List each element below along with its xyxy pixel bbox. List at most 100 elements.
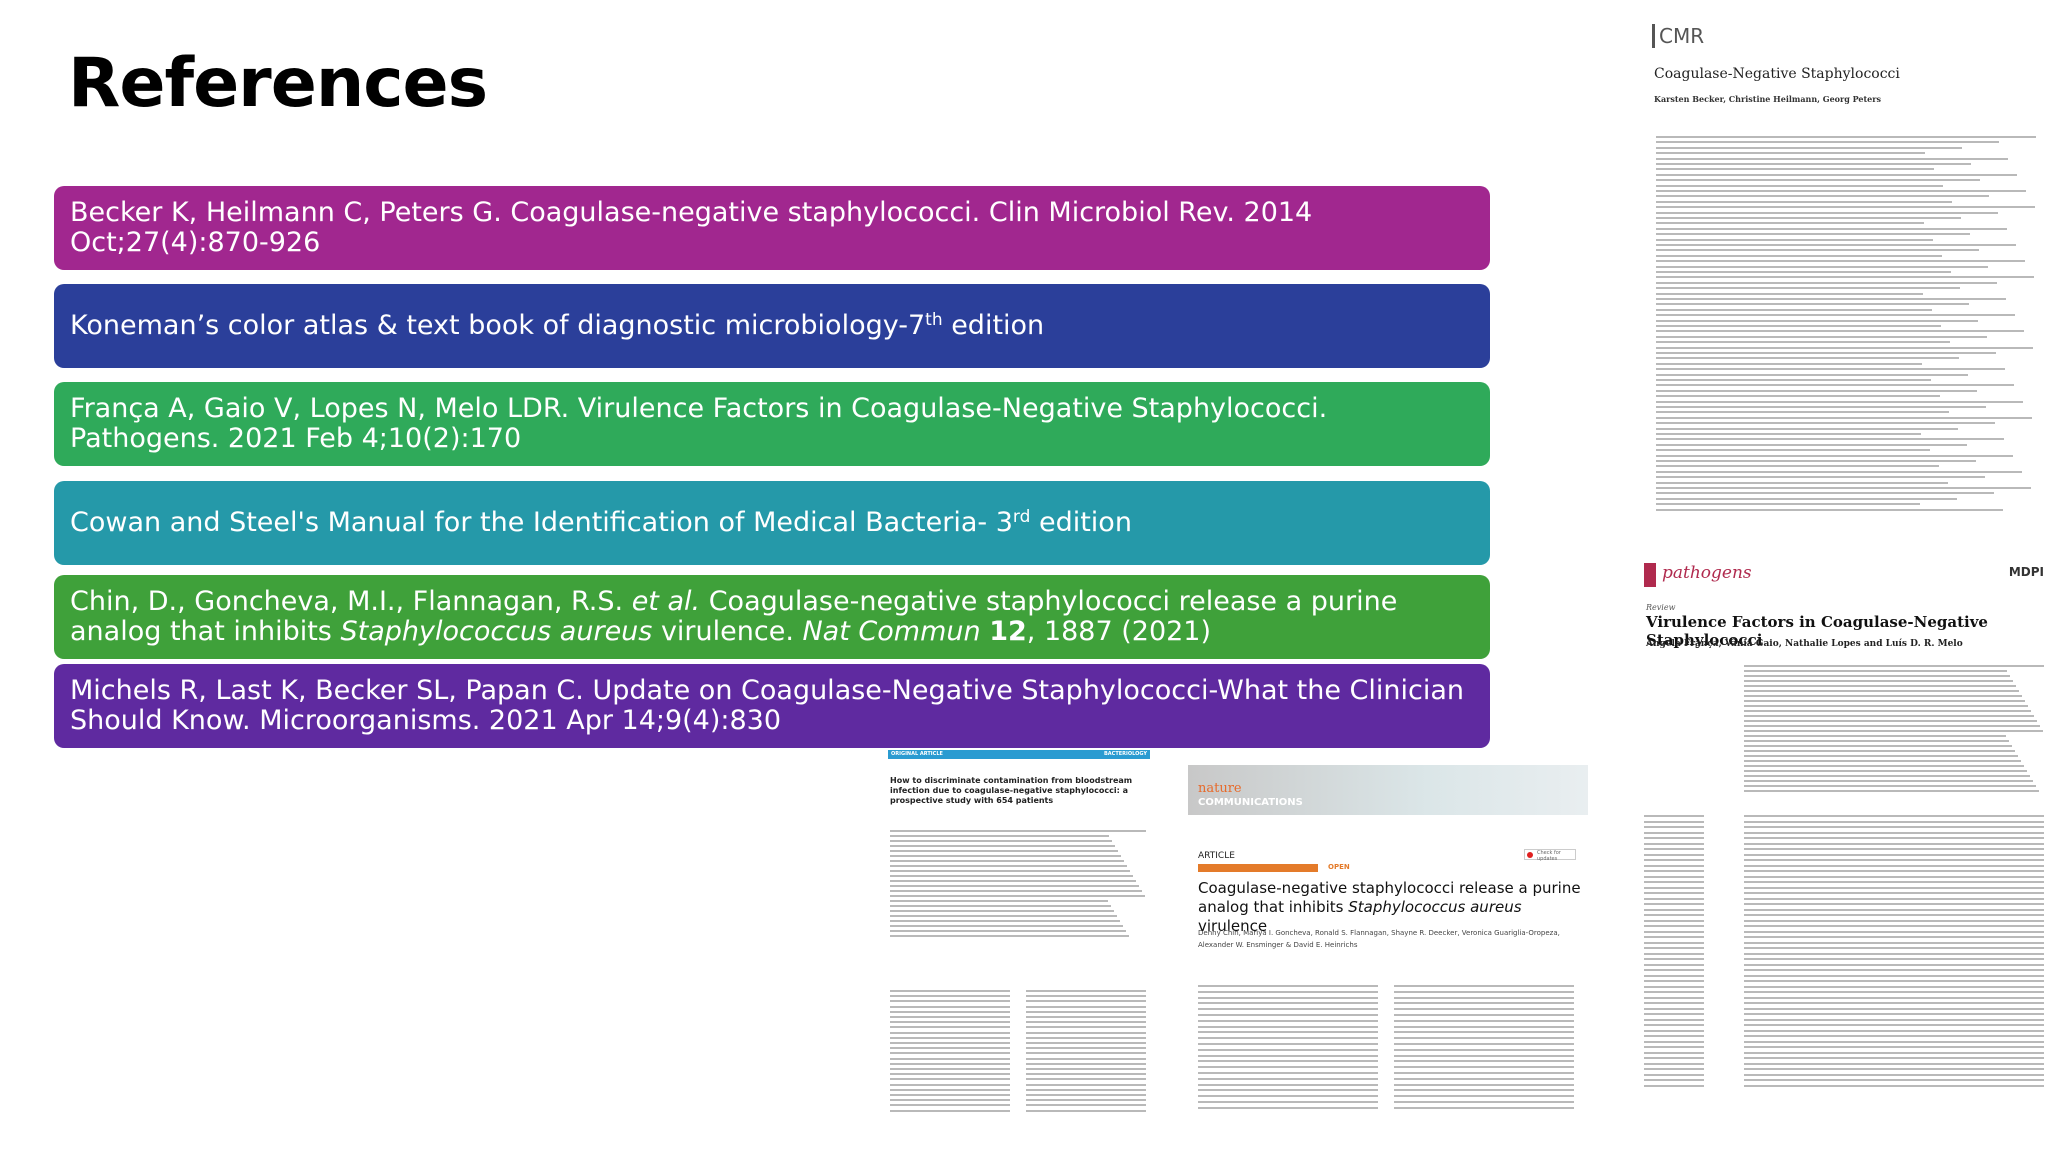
bacteriology-header-bar: ORIGINAL ARTICLE BACTERIOLOGY	[888, 750, 1150, 759]
text-line	[1644, 991, 1704, 993]
cmr-paper-thumbnail: CMR Coagulase-Negative Staphylococci Kar…	[1650, 18, 2048, 513]
reference-bold: 12	[989, 616, 1027, 647]
text-line	[890, 885, 1139, 887]
text-line	[890, 1068, 1010, 1070]
text-line	[1656, 422, 1995, 425]
text-line	[1644, 908, 1704, 911]
reference-item-6: Michels R, Last K, Becker SL, Papan C. U…	[54, 664, 1490, 748]
text-line	[1744, 730, 2043, 732]
text-line	[1744, 745, 2012, 747]
text-line	[1656, 373, 1968, 376]
text-line	[1198, 1095, 1378, 1098]
reference-item-2: Koneman’s color atlas & text book of dia…	[54, 284, 1490, 368]
text-line	[1656, 319, 1978, 322]
text-line	[1744, 881, 2044, 883]
text-line	[1656, 481, 1948, 484]
text-line	[1644, 1035, 1704, 1037]
text-line	[1644, 963, 1704, 966]
text-line	[1198, 1037, 1378, 1040]
text-line	[1394, 1083, 1574, 1086]
text-line	[1656, 503, 1920, 506]
text-line	[1656, 470, 2022, 473]
text-line	[1644, 952, 1704, 955]
text-line	[1644, 859, 1704, 861]
text-line	[1744, 770, 2027, 772]
text-line	[1744, 831, 2044, 834]
text-line	[1394, 1101, 1574, 1103]
text-line	[1026, 995, 1146, 998]
text-line	[1744, 735, 2006, 737]
text-line	[1656, 190, 2026, 192]
text-line	[1744, 720, 2037, 722]
nature-paper-title: Coagulase-negative staphylococci release…	[1198, 879, 1588, 936]
mdpi-logo: MDPI	[2008, 565, 2044, 579]
text-line	[890, 925, 1123, 927]
text-line	[1744, 996, 2044, 999]
text-line	[1744, 1068, 2044, 1070]
text-line	[890, 880, 1136, 882]
text-line	[1656, 406, 1986, 408]
text-line	[1644, 919, 1704, 922]
text-line	[1644, 1068, 1704, 1070]
text-line	[1656, 146, 1962, 149]
text-line	[1744, 775, 2030, 777]
text-line	[1644, 1040, 1704, 1043]
text-line	[1198, 1043, 1378, 1045]
text-line	[890, 1005, 1010, 1008]
nature-title-line: virulence	[1198, 917, 1268, 935]
text-line	[1644, 826, 1704, 828]
text-line	[1026, 1083, 1146, 1086]
text-line	[1198, 1101, 1378, 1103]
reference-item-3: França A, Gaio V, Lopes N, Melo LDR. Vir…	[54, 382, 1490, 466]
text-line	[1656, 400, 2023, 403]
text-line	[1394, 1077, 1574, 1080]
text-line	[1744, 755, 2018, 757]
text-line	[1744, 947, 2044, 949]
text-line	[1656, 249, 1979, 252]
text-line	[1644, 1007, 1704, 1010]
text-line	[890, 1104, 1010, 1107]
text-line	[1644, 925, 1704, 927]
text-line	[1644, 980, 1704, 982]
text-line	[1656, 368, 2005, 371]
text-line	[1198, 1031, 1378, 1034]
text-line	[1644, 837, 1704, 839]
pathogens-paper-thumbnail: pathogens MDPI Review Virulence Factors …	[1644, 555, 2048, 1115]
text-line	[890, 1000, 1010, 1003]
text-line	[1644, 864, 1704, 867]
text-line	[1198, 985, 1378, 987]
text-line	[1644, 897, 1704, 900]
reference-text-part	[981, 616, 990, 647]
text-line	[1744, 1073, 2044, 1076]
text-line	[1198, 1072, 1378, 1074]
text-line	[1744, 930, 2044, 933]
text-line	[1198, 1008, 1378, 1011]
text-line	[1656, 389, 1977, 392]
bacteriology-right-tag: BACTERIOLOGY	[1103, 751, 1147, 757]
reference-text-part: Cowan and Steel's Manual for the Identif…	[70, 507, 1013, 538]
text-line	[1644, 892, 1704, 894]
text-line	[1656, 357, 1959, 360]
text-line	[890, 1094, 1010, 1096]
text-line	[1026, 1088, 1146, 1091]
reference-text: Cowan and Steel's Manual for the Identif…	[70, 508, 1132, 538]
text-line	[890, 860, 1124, 862]
text-line	[1744, 675, 2010, 677]
bacteriology-left-tag: ORIGINAL ARTICLE	[891, 751, 943, 757]
text-line	[1644, 914, 1704, 916]
text-line	[1744, 695, 2022, 697]
text-line	[1644, 1073, 1704, 1076]
text-line	[1744, 815, 2044, 817]
text-line	[1394, 1106, 1574, 1109]
reference-superscript: rd	[1012, 507, 1031, 527]
pathogens-paper-authors: Angela França, Vânia Gaio, Nathalie Lope…	[1646, 639, 1963, 649]
text-line	[1656, 487, 2031, 489]
text-line	[1656, 227, 2007, 230]
text-line	[890, 1031, 1010, 1034]
pathogens-paper-title: Virulence Factors in Coagulase-Negative …	[1646, 613, 1988, 649]
text-line	[1644, 1079, 1704, 1081]
text-line	[1394, 1002, 1574, 1005]
text-line	[1394, 1037, 1574, 1040]
nature-open-tag: OPEN	[1328, 863, 1350, 871]
text-line	[1744, 1018, 2044, 1021]
